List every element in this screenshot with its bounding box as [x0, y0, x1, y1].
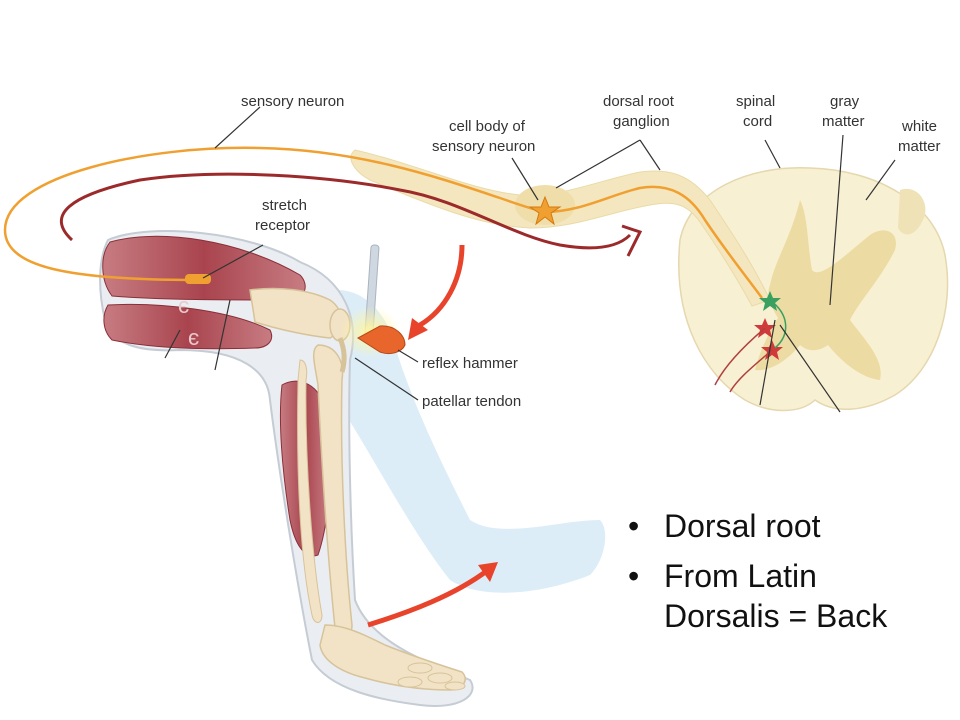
- label-stretch-receptor-line2: receptor: [255, 217, 310, 234]
- slide-bullet-list: Dorsal root From Latin Dorsalis = Back: [628, 506, 948, 646]
- bullet-latin-origin: From Latin Dorsalis = Back: [628, 556, 948, 636]
- bullet-text-line1: From Latin: [664, 558, 817, 594]
- label-cell-body-line1: cell body of: [449, 118, 526, 135]
- cell-body-star-icon: [528, 195, 562, 226]
- leader-lines: [164, 106, 896, 413]
- toe-bones: [397, 662, 466, 691]
- label-gray-matter-line2: matter: [822, 113, 865, 130]
- label-stretch-receptor-line1: stretch: [262, 197, 307, 214]
- interneuron-star-icon: [759, 291, 781, 311]
- hammer-motion-arrow-head: [408, 318, 428, 340]
- extended-leg-shadow: [300, 290, 606, 593]
- patellar-tendon: [337, 337, 347, 373]
- label-reflex-hammer: reflex hammer: [422, 355, 518, 372]
- leg-kick-arrow-head: [478, 562, 498, 582]
- interneuron-fiber: [769, 299, 787, 349]
- bullet-dorsal-root: Dorsal root: [628, 506, 948, 546]
- sensory-neuron-fiber: [3, 146, 764, 299]
- reflex-pathway-arrow-head: [621, 224, 643, 257]
- hammer-motion-arrow: [418, 244, 465, 328]
- label-patellar-tendon: patellar tendon: [422, 393, 521, 410]
- motor-fiber: [714, 327, 766, 386]
- reflex-pathway-arrow: [59, 172, 632, 250]
- label-white-matter-line1: white: [901, 118, 937, 135]
- bullet-text: Dorsal root: [664, 508, 821, 544]
- gray-matter: [755, 200, 896, 380]
- label-cell-body-line2: sensory neuron: [432, 138, 535, 155]
- bullet-text-line2: Dorsalis = Back: [664, 598, 888, 634]
- hamstring-muscle: [103, 303, 273, 350]
- label-white-matter-line2: matter: [898, 138, 941, 155]
- reflex-hammer-icon: [357, 325, 406, 355]
- label-sensory-neuron: sensory neuron: [241, 93, 344, 110]
- label-spinal-cord-line2: cord: [743, 113, 772, 130]
- label-gray-matter-line1: gray: [830, 93, 860, 110]
- white-matter-tract: [898, 188, 926, 235]
- fibula-bone: [297, 359, 323, 623]
- label-dorsal-root-line1: dorsal root: [603, 93, 675, 110]
- label-spinal-cord-line1: spinal: [736, 93, 775, 110]
- label-dorsal-root-line2: ganglion: [613, 113, 670, 130]
- svg-text:є: є: [188, 325, 199, 350]
- svg-text:є: є: [178, 293, 189, 318]
- motor-fiber-2: [729, 349, 773, 393]
- leg-kick-arrow: [367, 568, 490, 628]
